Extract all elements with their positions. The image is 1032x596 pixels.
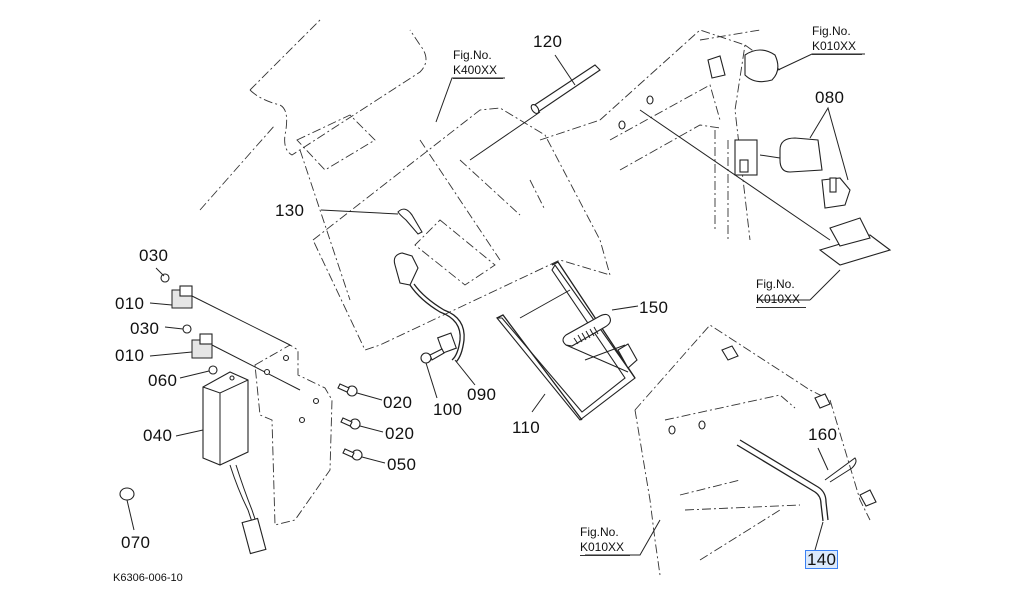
figure-ref-k400xx[interactable]: Fig.No. K400XX: [453, 48, 504, 79]
part-label-070[interactable]: 070: [121, 533, 151, 552]
floor-plate-outline: [312, 107, 611, 351]
figure-ref-k010xx-bottom[interactable]: Fig.No. K010XX: [580, 525, 631, 556]
bolt-020-upper: [337, 383, 383, 401]
figure-ref-label: Fig.No.: [812, 24, 851, 38]
drawing-code: K6306-006-10: [113, 572, 183, 584]
bolt-020-lower: [340, 417, 384, 433]
part-label-040[interactable]: 040: [143, 426, 173, 445]
bolt-050: [342, 448, 386, 464]
clip-130: [320, 208, 423, 235]
sensor-090: [393, 252, 476, 386]
figure-ref-code: K010XX: [812, 39, 863, 55]
figure-ref-k010xx-top[interactable]: Fig.No. K010XX: [812, 24, 863, 55]
fig-k400xx-leader: [435, 77, 505, 123]
figure-ref-label: Fig.No.: [453, 48, 492, 62]
part-label-020[interactable]: 020: [385, 424, 415, 443]
shaft-120: [469, 54, 601, 161]
spring-150: [562, 305, 639, 373]
cotter-pin-160: [817, 447, 857, 483]
part-label-050[interactable]: 050: [387, 455, 417, 474]
figure-ref-code: K400XX: [453, 63, 504, 79]
part-label-090[interactable]: 090: [467, 385, 497, 404]
figure-ref-label: Fig.No.: [756, 277, 795, 291]
figure-ref-code: K010XX: [756, 292, 807, 308]
part-label-010[interactable]: 010: [115, 294, 145, 313]
part-label-110[interactable]: 110: [512, 418, 541, 437]
part-label-100[interactable]: 100: [433, 400, 463, 419]
part-label-030[interactable]: 030: [130, 319, 160, 338]
figure-ref-label: Fig.No.: [580, 525, 619, 539]
pin-140: [736, 439, 829, 551]
part-label-140-selected[interactable]: 140: [804, 550, 839, 569]
part-label-020[interactable]: 020: [383, 393, 413, 412]
controller-040: [175, 371, 267, 555]
bracket-110: [495, 261, 638, 421]
nut-060: [208, 365, 218, 375]
upper-right-frame: [599, 29, 865, 241]
part-label-080[interactable]: 080: [815, 88, 845, 107]
figure-ref-k010xx-middle[interactable]: Fig.No. K010XX: [756, 277, 807, 308]
relay-010-lower: [149, 324, 301, 391]
part-label-030[interactable]: 030: [139, 246, 169, 265]
background-panel-outline: [199, 19, 427, 301]
part-label-160[interactable]: 160: [808, 425, 838, 444]
part-label-010[interactable]: 010: [115, 346, 145, 365]
part-label-060[interactable]: 060: [148, 371, 178, 390]
figure-ref-code: K010XX: [580, 540, 631, 556]
switch-080: [758, 106, 892, 301]
clamp-070: [119, 487, 135, 531]
part-label-150[interactable]: 150: [639, 298, 669, 317]
part-label-130[interactable]: 130: [275, 201, 305, 220]
relay-010-upper: [149, 267, 291, 346]
screw-100: [420, 348, 445, 399]
part-label-120[interactable]: 120: [533, 32, 563, 51]
mounting-plate: [254, 344, 333, 526]
